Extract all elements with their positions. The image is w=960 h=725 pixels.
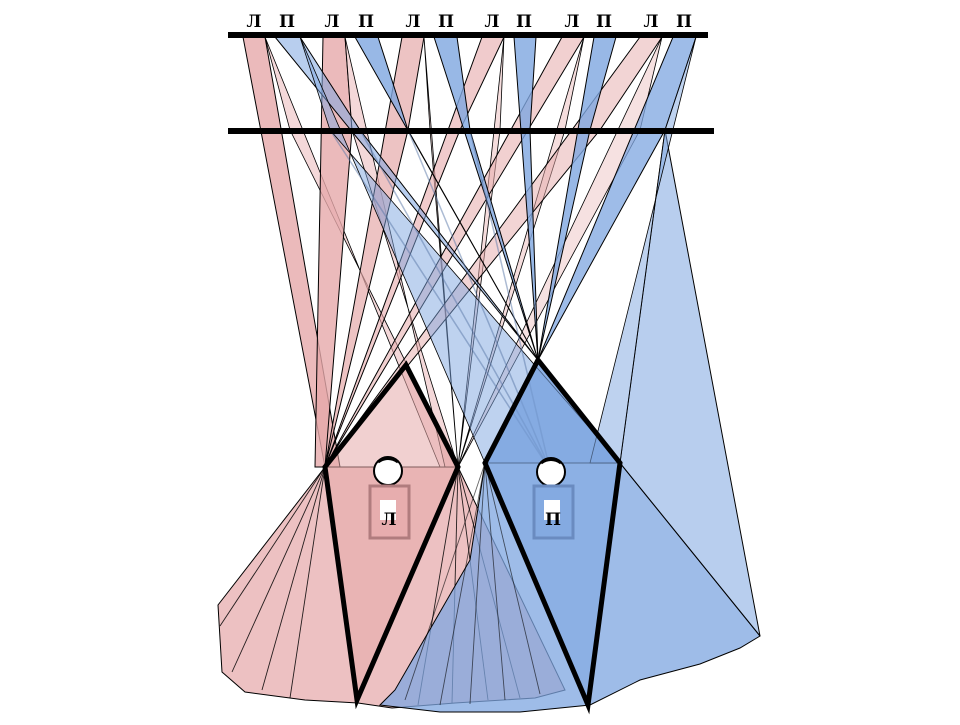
top-slit-label-7: Л — [484, 12, 499, 32]
top-slit-label-5: Л — [405, 12, 420, 32]
top-slit-label-2: П — [279, 12, 295, 32]
top-slit-label-10: П — [596, 12, 612, 32]
top-slit-label-3: Л — [324, 12, 339, 32]
left-viewer: Л — [368, 456, 411, 540]
top-slit-label-6: П — [438, 12, 454, 32]
top-slit-label-8: П — [516, 12, 532, 32]
right-viewer-label: П — [545, 510, 561, 530]
left-viewer-label: Л — [381, 510, 396, 530]
top-slit-label-9: Л — [564, 12, 579, 32]
top-slit-label-1: Л — [246, 12, 261, 32]
top-slit-label-12: П — [676, 12, 692, 32]
top-slit-label-11: Л — [643, 12, 658, 32]
top-slit-label-4: П — [358, 12, 374, 32]
right-viewer: П — [532, 457, 575, 540]
